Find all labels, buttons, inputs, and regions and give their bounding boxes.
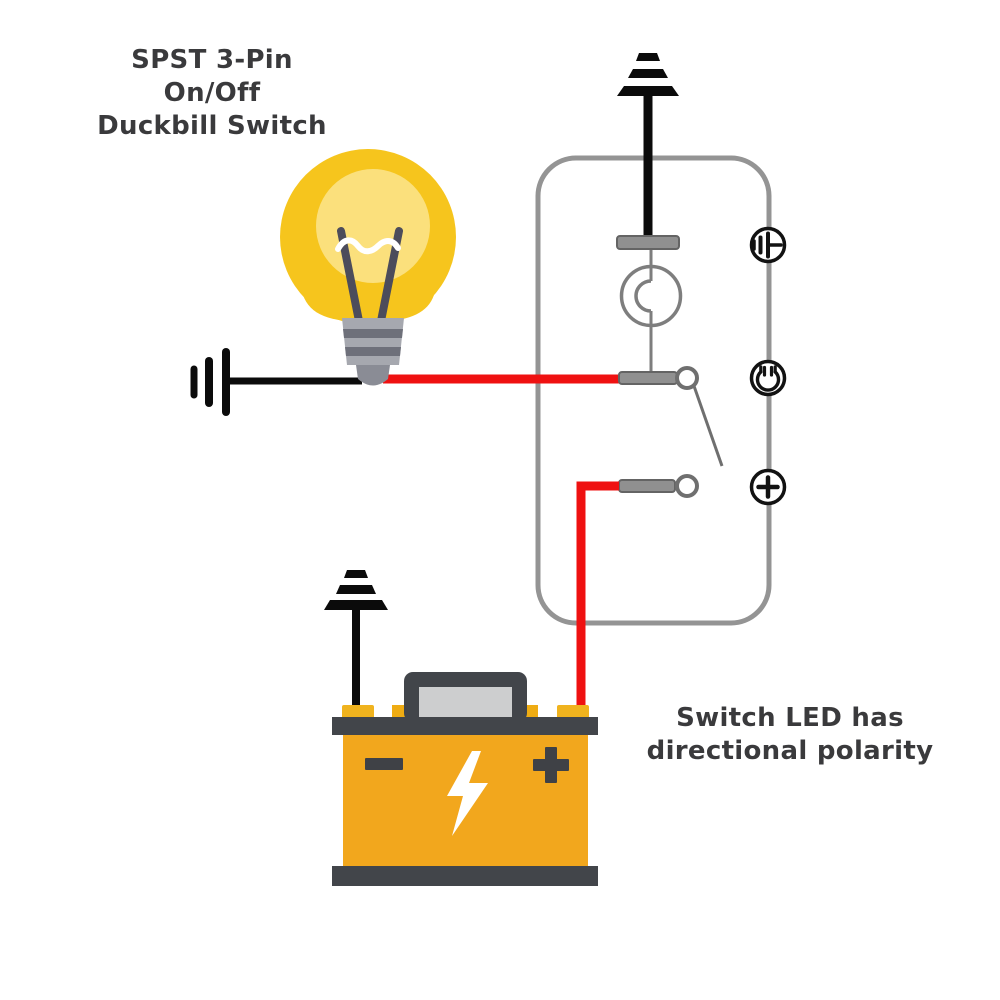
switch-terminal-top: [616, 235, 680, 250]
battery-positive-symbol: [533, 747, 569, 783]
earth-ground-icon-top: [617, 53, 679, 96]
switch-bottom-terminal-group: [618, 474, 699, 498]
ground-bar-small: [636, 53, 660, 61]
wire-red-switch-to-battery: [576, 481, 619, 712]
bulb-neck: [303, 270, 434, 322]
lightning-bolt-icon: [447, 751, 488, 836]
switch-title-line1: SPST 3-Pin: [131, 45, 293, 75]
led-polarity-note: Switch LED has directional polarity: [618, 702, 962, 768]
switch-title-line2: On/Off: [163, 78, 261, 108]
switch-lever: [692, 385, 724, 467]
ground-pin-icon: [749, 226, 787, 264]
light-bulb-icon: [280, 149, 456, 386]
switch-middle-terminal-group: [618, 366, 724, 467]
led-note-line1: Switch LED has: [676, 703, 904, 733]
battery-top-bar: [332, 717, 598, 735]
switch-body-outline: [535, 155, 772, 626]
switch-title: SPST 3-Pin On/Off Duckbill Switch: [60, 44, 364, 143]
bulb-glow: [316, 169, 430, 283]
bulb-filament-wave: [335, 237, 401, 255]
ground-bar-medium: [628, 69, 668, 78]
earth-ground-icon-battery: [324, 570, 388, 610]
switch-title-line3: Duckbill Switch: [97, 111, 327, 141]
lamp-pin-icon: [749, 359, 787, 397]
battery-icon: [332, 672, 598, 886]
bulb-base-tip: [356, 365, 390, 386]
led-note-line2: directional polarity: [646, 736, 934, 766]
bulb-base: [342, 318, 404, 386]
positive-pin-icon: [749, 468, 787, 506]
battery-bottom-bar: [332, 866, 598, 886]
switch-terminal-middle: [618, 371, 678, 385]
switch-pivot-bottom: [675, 474, 699, 498]
led-filament-arc: [634, 279, 652, 313]
switch-terminal-bottom: [618, 479, 676, 493]
switch-pivot-middle: [675, 366, 699, 390]
battery-negative-symbol: [365, 758, 403, 770]
earth-ground-icon-left: [190, 348, 230, 416]
ground-bar-large: [617, 86, 679, 96]
switch-led-symbol: [619, 249, 683, 374]
battery-handle-opening: [419, 687, 512, 722]
